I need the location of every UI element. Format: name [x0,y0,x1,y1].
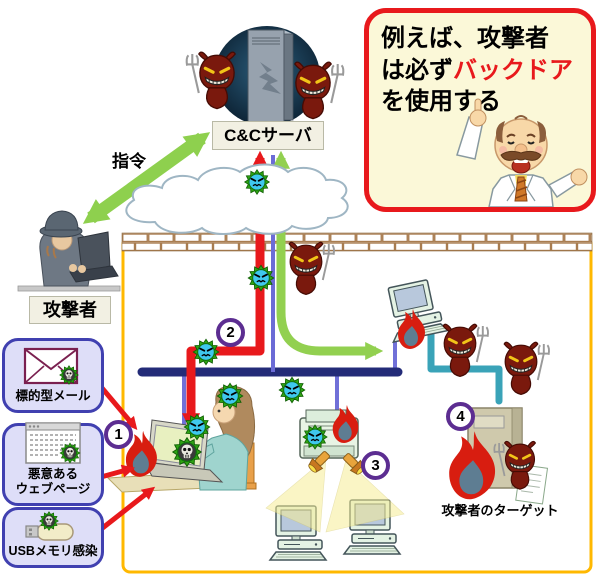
command-arrow [82,132,211,224]
vector-box-usb-infection: USBメモリ感染 [2,507,104,568]
speech-line2-red: バックドア [453,56,573,84]
speech-line1: 例えば、攻撃者 [381,25,549,52]
command-label: 指令 [112,152,146,171]
devil-icon [502,340,551,396]
target-label: 攻撃者のターゲット [441,503,559,518]
vector-box-targeted-mail: 標的型メール [2,338,104,413]
infection-vector-arrows [98,386,156,532]
internet-cloud [125,163,349,235]
malware-virus-icon [192,338,220,366]
attack-path-arrow [182,150,269,432]
attacker-figure [17,210,121,292]
step-circle-1: 1 [104,420,133,449]
searchlight-beam [265,457,327,533]
speech-box: 例えば、攻撃者 は必ずバックドア を使用する [364,8,596,212]
professor-character [456,98,588,207]
step-circle-3: 3 [361,451,390,480]
attacker-label: 攻撃者 [29,296,111,324]
webpage-virus-icon [25,422,81,464]
vector-label: 悪意ある ウェブページ [15,466,91,497]
cnc-server-label: C&Cサーバ [212,121,324,150]
email-virus-icon [23,347,79,385]
malware-virus-icon [247,264,275,292]
speech-line2-black: は必ず [381,56,453,84]
step-circle-4: 4 [446,402,475,431]
usb-virus-icon [25,511,74,542]
searchlight-beam [325,459,405,533]
malware-virus-icon [278,376,306,404]
step-circle-2: 2 [216,318,245,347]
vector-label: 標的型メール [15,389,91,404]
firewall-brick-wall [121,232,593,252]
exfiltration-path-arrow [272,150,384,360]
vector-label: USBメモリ感染 [8,544,98,559]
vector-box-malicious-webpage: 悪意ある ウェブページ [2,422,104,506]
